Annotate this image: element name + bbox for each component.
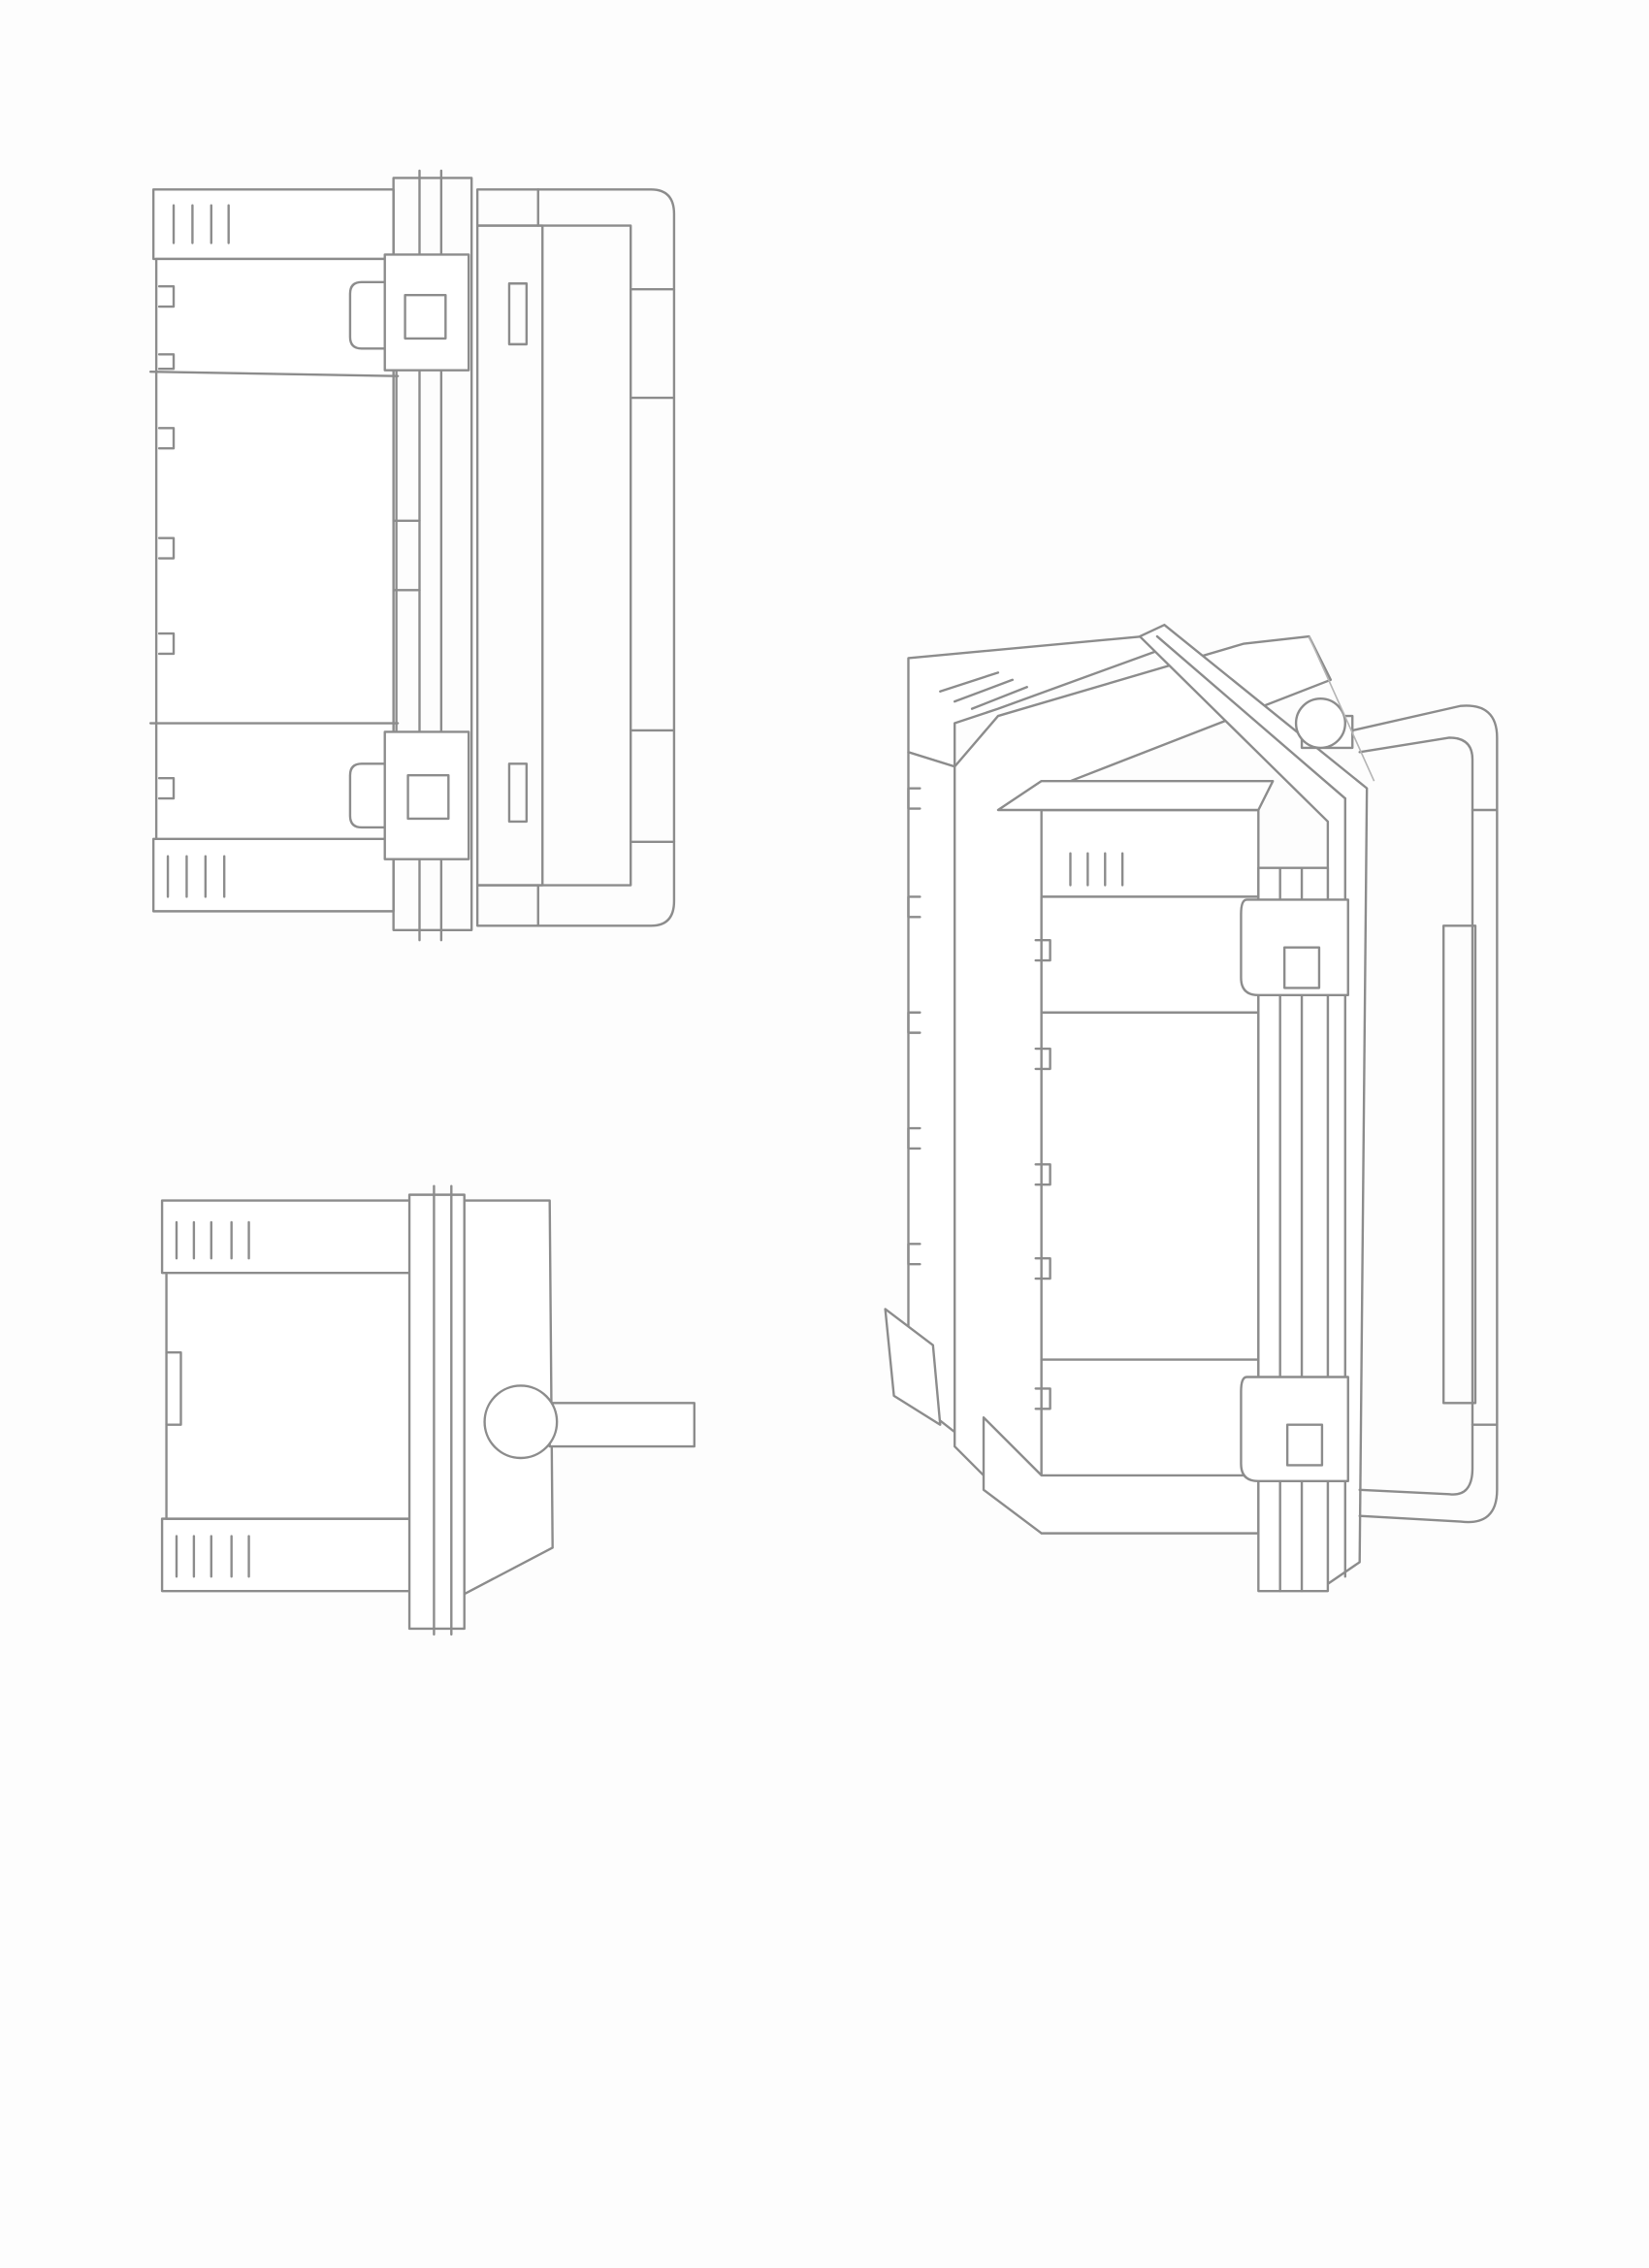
side-view-drawing [160,1184,695,1636]
clamp-lower [348,730,470,860]
shaft [548,1402,695,1448]
iso-front-face [1040,895,1260,1535]
iso-notches [907,787,1051,1410]
side-rail [407,1184,466,1636]
iso-clamp-upper [1240,898,1349,997]
isometric-view-drawing [884,623,1499,1593]
iso-knob [1294,697,1354,750]
side-top-bar [160,1199,421,1275]
clamp-upper [348,253,470,372]
iso-pipe-frame [1351,704,1499,1524]
iso-foot [884,1308,942,1426]
side-notches [157,285,176,800]
vent-hatch-bottom [166,855,226,898]
top-bar [151,188,395,261]
knob [483,1384,559,1460]
vent-hatch-top [172,204,230,244]
iso-top-bar [1040,808,1260,898]
side-bottom-bar [160,1517,421,1593]
side-body [165,1271,421,1520]
main-body [154,257,398,841]
iso-left-side [907,751,956,1434]
pipe-frame [475,188,676,927]
bottom-bar [151,837,395,913]
top-view-drawing [148,169,676,942]
iso-clamp-lower [1240,1376,1349,1483]
